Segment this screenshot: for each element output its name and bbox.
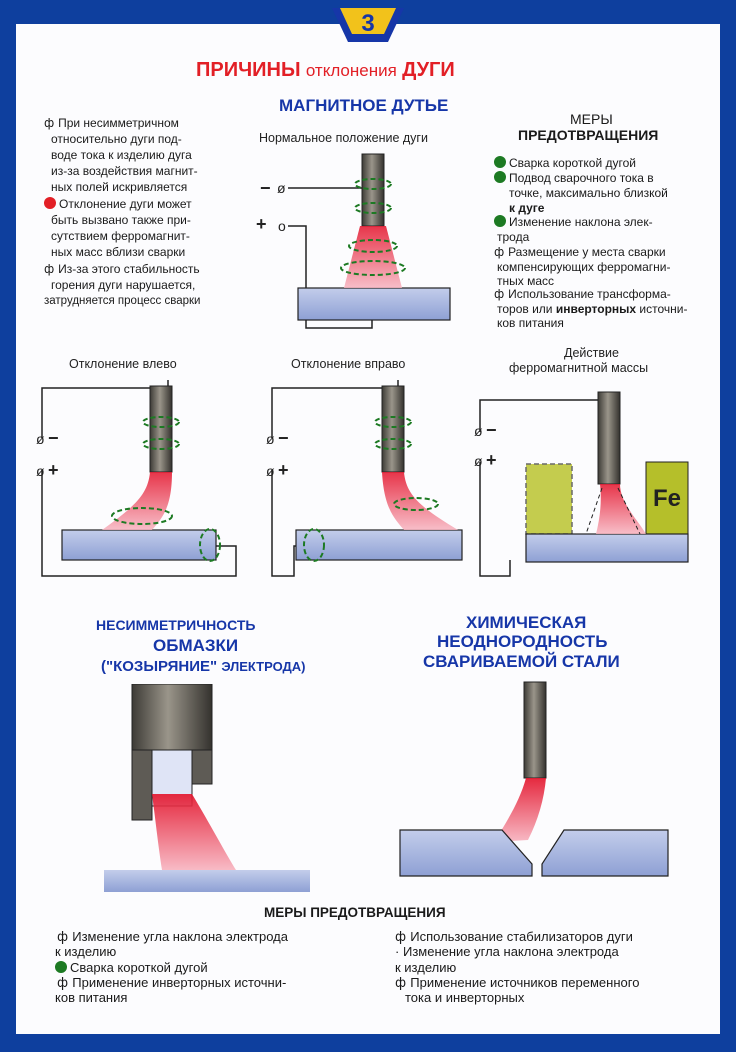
coating-heading-3: ("КОЗЫРЯНИЕ" ЭЛЕКТРОДА) (101, 658, 306, 675)
measure-item: ков питания (497, 316, 564, 330)
coating-heading-1: НЕСИММЕТРИЧНОСТЬ (96, 617, 256, 633)
diagram-coating-asymmetry (104, 684, 310, 892)
measure-item: ф Использование трансформа- (494, 287, 671, 301)
bottom-right-item: ф Использование стабилизаторов дуги (395, 929, 633, 945)
desc-line: горения дуги нарушается, (51, 278, 196, 292)
page-number-badge: 3 (332, 8, 404, 42)
bottom-right-item: тока и инверторных (405, 990, 525, 1005)
minus-terminal: − (260, 178, 271, 198)
diagram-left-deflection: ø− ø+ (36, 380, 237, 577)
bottom-left-item: ф Применение инверторных источни- (57, 975, 287, 991)
svg-text:−: − (278, 428, 289, 448)
green-bullet-icon (494, 156, 506, 168)
measure-item: тных масс (497, 274, 555, 288)
bottom-measures-title: МЕРЫ ПРЕДОТВРАЩЕНИЯ (264, 905, 446, 920)
diagram-right-deflection: ø− ø+ (266, 380, 463, 577)
badge-number: 3 (361, 10, 374, 37)
desc-line: сутствием ферромагнит- (51, 229, 190, 243)
green-bullet-icon (494, 171, 506, 183)
svg-text:+: + (486, 450, 497, 470)
workpiece-plate (104, 870, 310, 892)
caption-ferro-2: ферромагнитной массы (509, 361, 649, 375)
svg-text:ø: ø (266, 431, 275, 447)
terminal-icon: o (278, 218, 286, 234)
caption-right-deflection: Отклонение вправо (291, 357, 406, 371)
diagram-normal-arc: − ø + o (256, 153, 451, 329)
bottom-right-item: · Изменение угла наклона электрода (395, 944, 619, 959)
fe-block (645, 461, 689, 535)
red-bullet-icon (44, 197, 56, 209)
desc-line: ных полей искривляется (51, 180, 188, 194)
svg-text:+: + (48, 460, 59, 480)
measures-title-1: МЕРЫ (570, 111, 613, 127)
chemical-heading-1: ХИМИЧЕСКАЯ (466, 613, 587, 632)
desc-line: относительно дуги под- (51, 132, 182, 146)
fe-label: Fe (653, 485, 681, 512)
desc-line: ных масс вблизи сварки (51, 245, 186, 259)
green-bullet-icon (55, 961, 67, 973)
workpiece-plate (297, 287, 451, 321)
plus-terminal: + (256, 214, 267, 234)
terminal-icon: ø (277, 180, 286, 196)
svg-text:−: − (48, 428, 59, 448)
svg-text:−: − (486, 420, 497, 440)
desc-line: затрудняется процесс сварки (44, 295, 201, 307)
measure-item: Подвод сварочного тока в (494, 171, 654, 186)
desc-line: из-за воздействия магнит- (51, 164, 198, 178)
green-bullet-icon (494, 215, 506, 227)
measure-item: Сварка короткой дугой (494, 156, 636, 171)
chemical-heading-3: СВАРИВАЕМОЙ СТАЛИ (423, 652, 620, 671)
measure-item: торов или инверторных источни- (497, 302, 688, 316)
measures-title-2: ПРЕДОТВРАЩЕНИЯ (518, 127, 659, 143)
magnetic-heading: МАГНИТНОЕ ДУТЬЕ (279, 96, 449, 115)
diagram-ferromagnetic-mass: Fe ø− ø+ (474, 391, 689, 577)
svg-text:ø: ø (36, 431, 45, 447)
measure-item: к дуге (509, 201, 545, 215)
chemical-heading-2: НЕОДНОРОДНОСТЬ (437, 632, 608, 651)
bottom-left-item: ков питания (55, 990, 128, 1005)
normal-caption: Нормальное положение дуги (259, 131, 428, 145)
title-part1: ПРИЧИНЫ (196, 59, 301, 81)
desc-line: воде тока к изделию дуга (51, 148, 192, 162)
measure-item: трода (497, 230, 530, 244)
desc-line: Отклонение дуги может (44, 197, 192, 212)
svg-text:ø: ø (36, 463, 45, 479)
caption-ferro-1: Действие (564, 346, 619, 360)
svg-text:ø: ø (474, 453, 483, 469)
bottom-right-item: ф Применение источников переменного (395, 975, 640, 991)
desc-line: ф Из-за этого стабильность (44, 262, 200, 276)
measure-item: компенсирующих ферромагни- (497, 260, 671, 274)
arc (344, 226, 402, 288)
bottom-right-item: к изделию (395, 960, 457, 975)
svg-text:ø: ø (266, 463, 275, 479)
diagram-chemical-inhomogeneity (399, 681, 669, 877)
title-part3: ДУГИ (402, 59, 455, 81)
desc-line: ф При несимметричном (44, 116, 179, 130)
desc-line: быть вызвано также при- (51, 213, 191, 227)
measure-item: точке, максимально близкой (509, 186, 668, 200)
page-title: ПРИЧИНЫ отклонения ДУГИ (196, 58, 455, 83)
svg-text:+: + (278, 460, 289, 480)
measure-item: ф Размещение у места сварки (494, 245, 666, 259)
measure-item: Изменение наклона элек- (494, 215, 653, 230)
title-part2: отклонения (305, 61, 397, 80)
bottom-left-item: Сварка короткой дугой (55, 960, 208, 975)
svg-text:ø: ø (474, 423, 483, 439)
coating-heading-2: ОБМАЗКИ (153, 636, 239, 655)
ferro-mass-dashed (525, 463, 573, 535)
bottom-left-item: ф Изменение угла наклона электрода (57, 929, 288, 945)
caption-left-deflection: Отклонение влево (69, 357, 177, 371)
bottom-left-item: к изделию (55, 944, 117, 959)
